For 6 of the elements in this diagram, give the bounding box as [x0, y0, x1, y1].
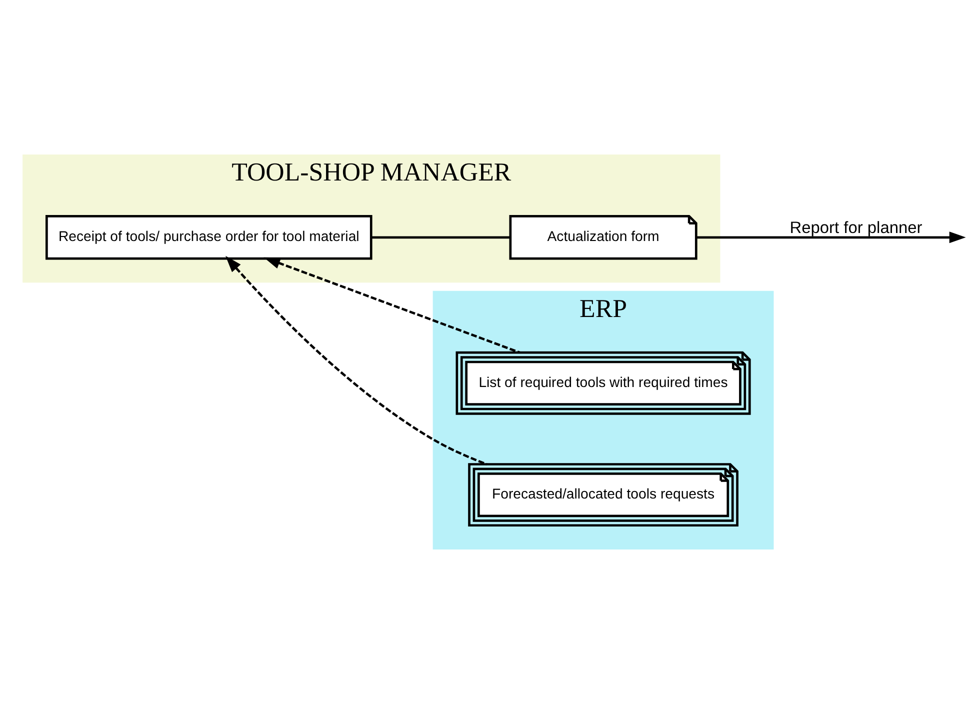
node-box: Receipt of tools/ purchase order for tool material [46, 215, 372, 260]
edge-label: Report for planner [790, 218, 922, 237]
arrow [696, 232, 966, 244]
connector [371, 236, 510, 239]
arrow [226, 256, 488, 466]
arrow [264, 257, 520, 354]
